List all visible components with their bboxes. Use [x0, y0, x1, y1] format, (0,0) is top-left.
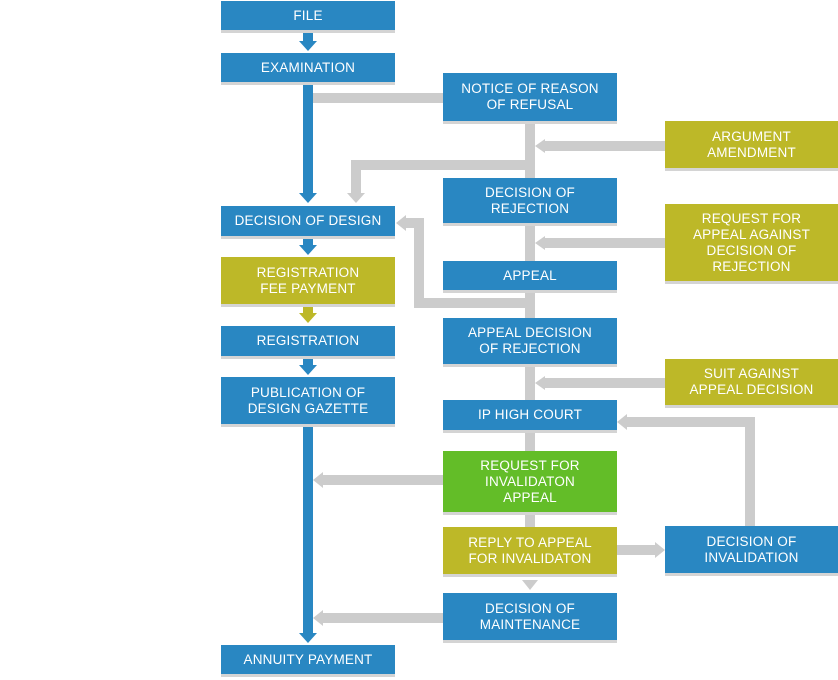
arrow-head-argument	[535, 139, 545, 153]
publication-to-annuity-connector	[303, 424, 313, 634]
arrow-head-examination	[299, 41, 317, 51]
maintenance-to-main-connector	[322, 613, 444, 623]
appeal-request-to-spine-connector	[544, 238, 666, 248]
arrow-head-design-main	[299, 193, 317, 203]
arrow-head-registration	[299, 313, 317, 323]
registration-to-publication-connector	[303, 356, 313, 366]
node-registration-fee-payment: REGISTRATION FEE PAYMENT	[221, 257, 395, 307]
argument-to-spine-connector	[544, 141, 666, 151]
arrow-head-court	[617, 414, 627, 430]
node-decision-of-rejection: DECISION OF REJECTION	[443, 178, 617, 226]
spine-to-design-connector	[351, 160, 535, 170]
node-file: FILE	[221, 1, 395, 33]
examination-to-design-connector	[303, 82, 313, 194]
node-request-for-invalidation-appeal: REQUEST FOR INVALIDATON APPEAL	[443, 451, 617, 515]
arrow-head-suit	[535, 376, 545, 390]
arrow-head-publication	[299, 365, 317, 375]
node-argument-amendment: ARGUMENT AMENDMENT	[665, 121, 838, 171]
invalidation-request-to-main-connector	[322, 475, 444, 485]
arrow-head-main-invalidation	[313, 472, 323, 488]
suit-to-spine-connector	[544, 378, 666, 388]
file-to-examination-connector	[303, 30, 313, 42]
arrow-head-invalidation	[655, 542, 665, 558]
appeal-to-design-connector	[414, 298, 535, 308]
fee-to-registration-connector	[303, 304, 313, 314]
node-decision-of-invalidation: DECISION OF INVALIDATION	[665, 526, 838, 576]
arrow-head-fee	[299, 245, 317, 255]
reply-to-invalidation-connector	[617, 545, 657, 555]
arrow-head-annuity	[299, 633, 317, 643]
arrow-head-design-lower	[396, 215, 406, 231]
arrow-head-design-upper	[347, 193, 365, 203]
node-examination: EXAMINATION	[221, 53, 395, 85]
node-reply-to-appeal-for-invalidation: REPLY TO APPEAL FOR INVALIDATON	[443, 527, 617, 577]
arrow-head-main-maintenance	[313, 610, 323, 626]
node-decision-of-design: DECISION OF DESIGN	[221, 206, 395, 239]
arrow-head-appeal-request	[535, 236, 545, 250]
node-annuity-payment: ANNUITY PAYMENT	[221, 645, 395, 677]
arrow-head-maintenance	[522, 580, 538, 590]
node-appeal: APPEAL	[443, 261, 617, 293]
spine-to-design-drop	[351, 160, 361, 195]
node-suit-against-appeal-decision: SUIT AGAINST APPEAL DECISION	[665, 359, 838, 408]
node-notice-of-reason-of-refusal: NOTICE OF REASON OF REFUSAL	[443, 73, 617, 124]
node-appeal-decision-of-rejection: APPEAL DECISION OF REJECTION	[443, 318, 617, 367]
design-to-fee-connector	[303, 236, 313, 246]
node-request-for-appeal-against-decision-of-rejection: REQUEST FOR APPEAL AGAINST DECISION OF R…	[665, 204, 838, 284]
node-ip-high-court: IP HIGH COURT	[443, 400, 617, 433]
notice-to-examination-connector	[312, 93, 444, 103]
node-publication-of-design-gazette: PUBLICATION OF DESIGN GAZETTE	[221, 377, 395, 427]
node-registration: REGISTRATION	[221, 326, 395, 359]
appeal-to-design-riser	[414, 218, 424, 308]
invalidation-to-court-riser	[745, 417, 755, 526]
invalidation-to-court-connector	[626, 417, 755, 427]
appeal-to-design-tail	[405, 218, 424, 228]
node-decision-of-maintenance: DECISION OF MAINTENANCE	[443, 593, 617, 643]
